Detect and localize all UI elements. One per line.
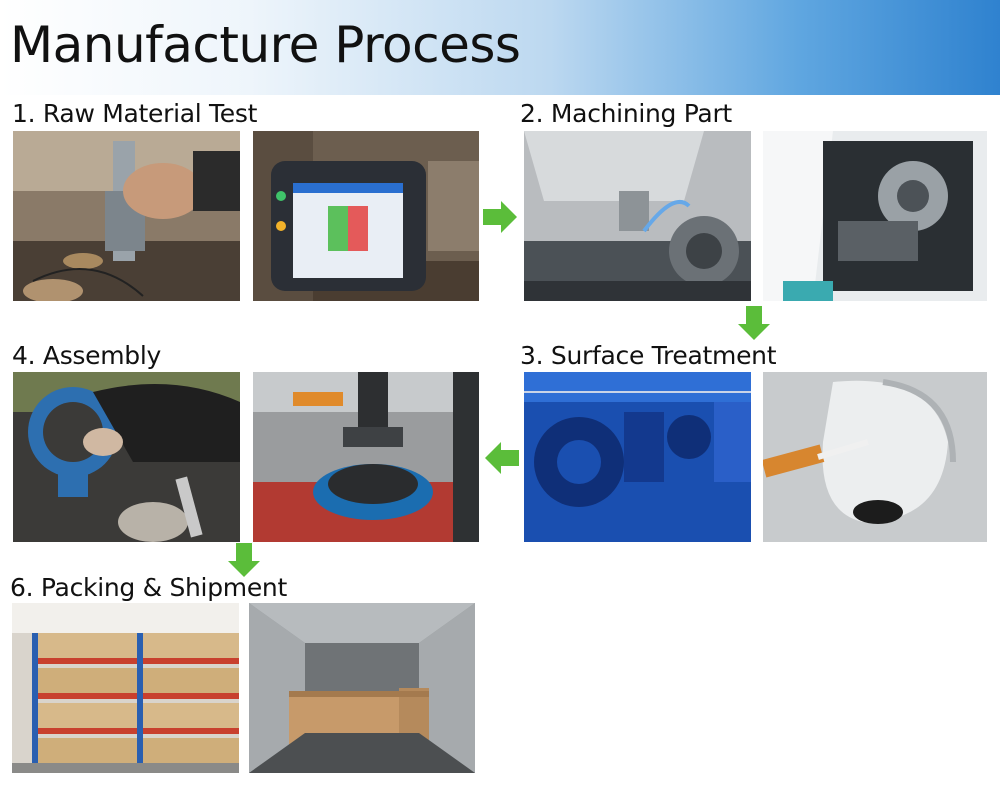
photo-machining-drill (524, 131, 751, 301)
photo-container-loading (249, 603, 475, 773)
photo-spectrometer (253, 131, 479, 301)
arrow-down-icon (736, 306, 772, 342)
step-label-surface-treatment: 3. Surface Treatment (520, 341, 777, 370)
photo-assembly-valve (13, 372, 240, 542)
step-label-raw-material-test: 1. Raw Material Test (12, 99, 258, 128)
photo-cnc-lathe (763, 131, 987, 301)
photo-spray-coating (763, 372, 987, 542)
photo-raw-material-tester (13, 131, 240, 301)
photo-warehouse-racks (12, 603, 239, 773)
arrow-right-icon (483, 199, 519, 235)
page-title: Manufacture Process (10, 16, 521, 74)
photo-assembly-press (253, 372, 479, 542)
arrow-left-icon (483, 440, 519, 476)
arrow-down-icon (226, 543, 262, 579)
header-banner: Manufacture Process (0, 0, 1000, 95)
step-label-assembly: 4. Assembly (12, 341, 161, 370)
step-label-packing-shipment: 6. Packing & Shipment (10, 573, 287, 602)
step-label-machining-part: 2. Machining Part (520, 99, 732, 128)
photo-painted-valves (524, 372, 751, 542)
